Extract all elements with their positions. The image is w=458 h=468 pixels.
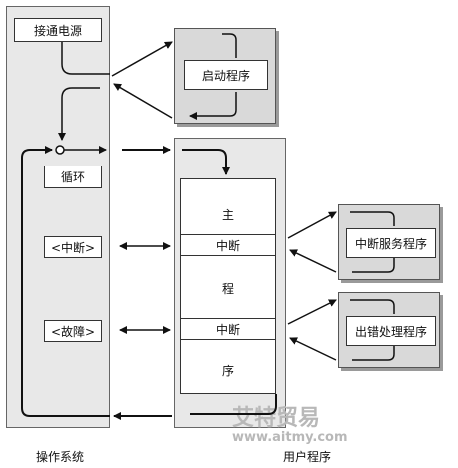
- power-on-label: 接通电源: [33, 23, 82, 38]
- os-fault-box: <故障>: [44, 320, 102, 342]
- main-char: 主: [221, 208, 234, 222]
- arrow-from-error: [289, 337, 337, 361]
- cheng-char: 程: [221, 282, 234, 296]
- loop-node: [55, 145, 65, 155]
- isr-flow: [350, 211, 395, 273]
- startup-box: 启动程序: [184, 60, 268, 90]
- isr-label: 中断服务程序: [354, 236, 427, 251]
- arrow-to-isr: [287, 211, 337, 239]
- watermark-url: www.aitmy.com: [232, 430, 348, 445]
- startup-flow-in: [222, 33, 237, 58]
- user-interrupt-label-1: 中断: [215, 238, 240, 253]
- os-panel: [6, 6, 110, 428]
- startup-label: 启动程序: [201, 68, 250, 83]
- arrow-to-startup: [111, 41, 173, 77]
- os-fault-label: <故障>: [50, 324, 96, 339]
- arrow-to-error: [287, 299, 337, 325]
- error-flow: [350, 299, 395, 361]
- os-interrupt-label: <中断>: [50, 240, 96, 255]
- arrow-from-startup: [113, 83, 173, 119]
- os-caption: 操作系统: [35, 450, 84, 464]
- power-on-box: 接通电源: [14, 18, 102, 42]
- user-interrupt-label-2: 中断: [215, 322, 240, 337]
- os-flow-return: [58, 87, 100, 141]
- main-return-flow: [190, 394, 277, 415]
- error-label: 出错处理程序: [354, 324, 427, 339]
- xu-char: 序: [221, 364, 234, 378]
- user-caption: 用户程序: [282, 450, 331, 464]
- os-loop-back: [21, 146, 110, 417]
- user-interrupt-box-2: 中断: [180, 318, 276, 340]
- main-entry-flow: [182, 149, 230, 175]
- loop-box: 循环: [44, 166, 102, 188]
- error-box: 出错处理程序: [346, 316, 436, 346]
- isr-box: 中断服务程序: [346, 228, 436, 258]
- os-flow-power: [61, 42, 110, 75]
- loop-label: 循环: [60, 170, 85, 184]
- startup-flow-out: [189, 92, 237, 120]
- user-interrupt-box-1: 中断: [180, 234, 276, 256]
- main-program-column: [180, 178, 276, 394]
- arrow-from-isr: [289, 249, 337, 273]
- os-interrupt-box: <中断>: [44, 236, 102, 258]
